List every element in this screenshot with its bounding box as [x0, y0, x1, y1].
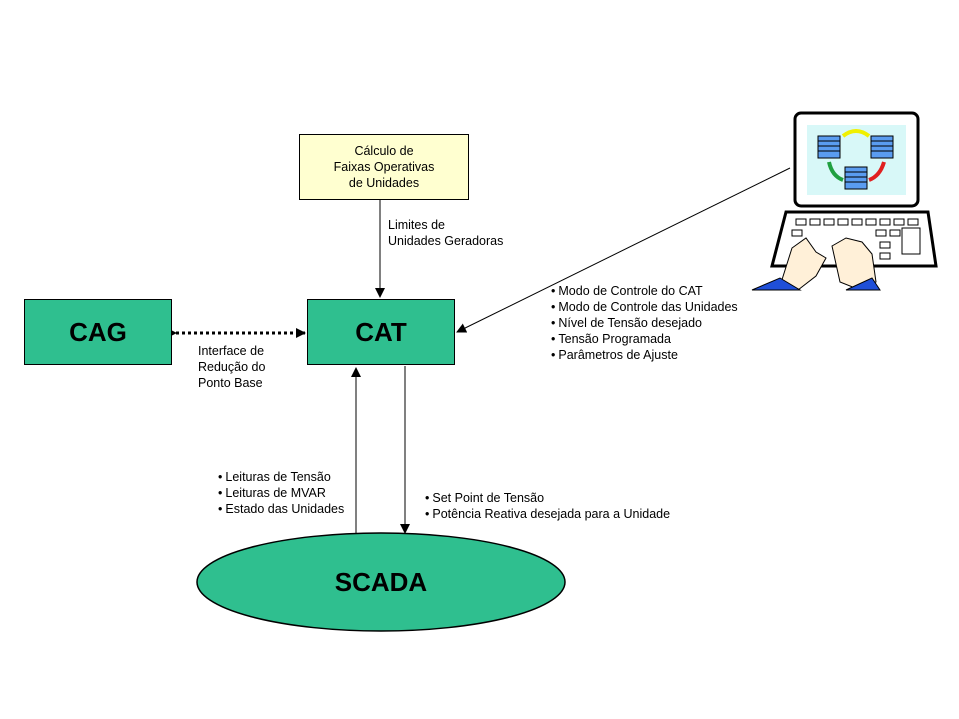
- arrow-operator-to-cat: [456, 167, 791, 333]
- scada-to-cat-item: Leituras de Tensão: [218, 469, 344, 485]
- operator-input-item: Nível de Tensão desejado: [551, 315, 738, 331]
- calc-faixas-box: Cálculo de Faixas Operativas de Unidades: [299, 134, 469, 200]
- operator-inputs-list: Modo de Controle do CAT Modo de Controle…: [551, 283, 738, 363]
- cag-label: CAG: [69, 316, 127, 347]
- limites-label: Limites de Unidades Geradoras: [388, 217, 503, 249]
- limites-line: Limites de: [388, 218, 445, 232]
- cat-to-scada-list: Set Point de Tensão Potência Reativa des…: [425, 490, 670, 522]
- cat-label: CAT: [355, 316, 407, 347]
- interface-line: Redução do: [198, 360, 266, 374]
- limites-line: Unidades Geradoras: [388, 234, 504, 248]
- scada-to-cat-item: Estado das Unidades: [218, 501, 344, 517]
- scada-label: SCADA: [334, 566, 428, 597]
- cag-node: CAG: [24, 299, 172, 365]
- scada-to-cat-item: Leituras de MVAR: [218, 485, 344, 501]
- cat-node: CAT: [307, 299, 455, 365]
- database-icon: [870, 135, 894, 159]
- operator-input-item: Parâmetros de Ajuste: [551, 347, 738, 363]
- operator-input-item: Modo de Controle das Unidades: [551, 299, 737, 315]
- interface-line: Ponto Base: [198, 376, 263, 390]
- scada-to-cat-list: Leituras de Tensão Leituras de MVAR Esta…: [218, 469, 344, 517]
- interface-line: Interface de: [198, 344, 265, 358]
- operator-input-item: Tensão Programada: [551, 331, 738, 347]
- calc-line: Cálculo de: [354, 144, 414, 158]
- interface-label: Interface de Redução do Ponto Base: [198, 343, 265, 391]
- operator-input-item: Modo de Controle do CAT: [551, 283, 738, 299]
- calc-line: de Unidades: [348, 176, 420, 190]
- database-icon: [817, 135, 841, 159]
- scada-node: SCADA: [197, 560, 565, 604]
- cat-to-scada-item: Set Point de Tensão: [425, 490, 670, 506]
- cat-to-scada-item: Potência Reativa desejada para a Unidade: [425, 506, 670, 522]
- database-icon: [844, 166, 868, 190]
- calc-line: Faixas Operativas: [333, 160, 435, 174]
